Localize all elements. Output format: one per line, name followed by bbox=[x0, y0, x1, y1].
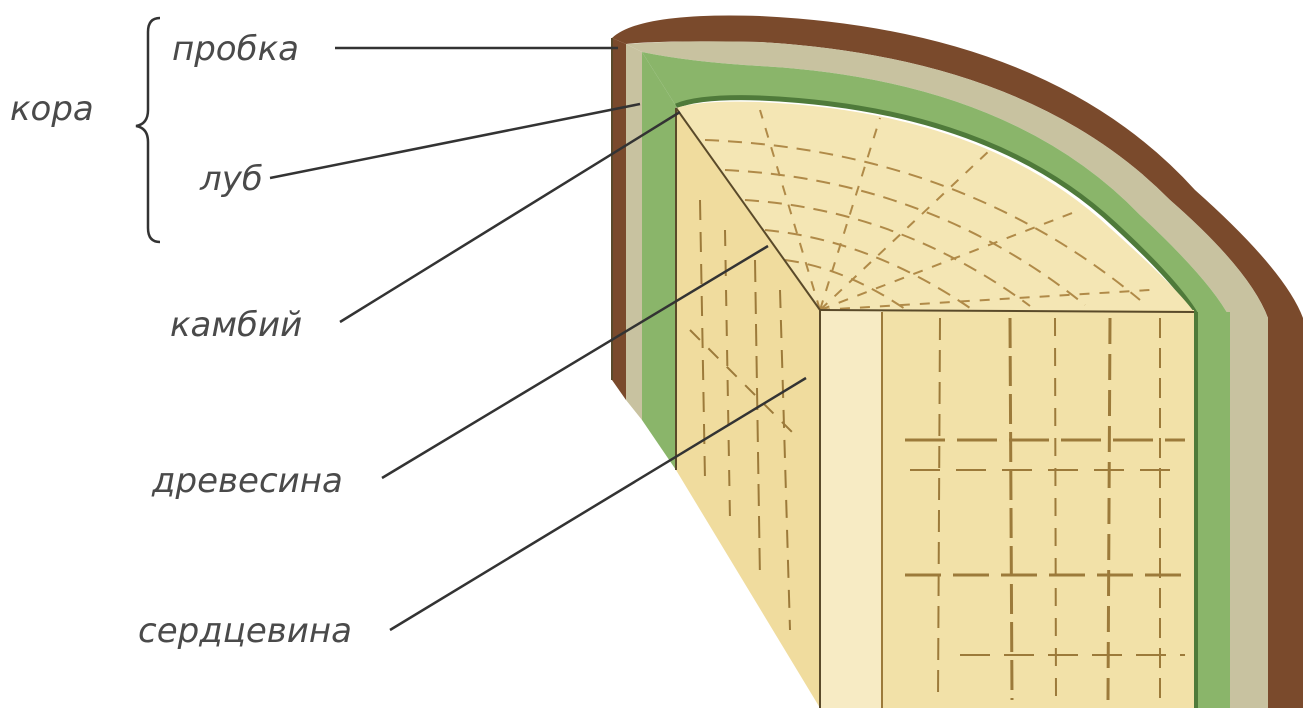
trunk-illustration bbox=[612, 15, 1303, 708]
cambium-label: камбий bbox=[170, 305, 302, 345]
bark-group-brace bbox=[136, 18, 160, 242]
bark-group-label: кора bbox=[10, 89, 94, 129]
pith-strip bbox=[820, 310, 882, 708]
pith-label: сердцевина bbox=[138, 611, 352, 651]
front-bark-strip bbox=[1268, 318, 1303, 708]
wood-label: древесина bbox=[151, 461, 343, 501]
left-cork-strip bbox=[626, 44, 642, 420]
bast-label: луб bbox=[199, 159, 263, 199]
left-bark-strip bbox=[612, 38, 626, 400]
front-bast-strip bbox=[1194, 312, 1230, 708]
bast-leader-line bbox=[270, 104, 640, 178]
front-cork-strip bbox=[1230, 318, 1268, 708]
cork-label: пробка bbox=[172, 29, 299, 69]
left-bast-strip bbox=[642, 52, 676, 470]
